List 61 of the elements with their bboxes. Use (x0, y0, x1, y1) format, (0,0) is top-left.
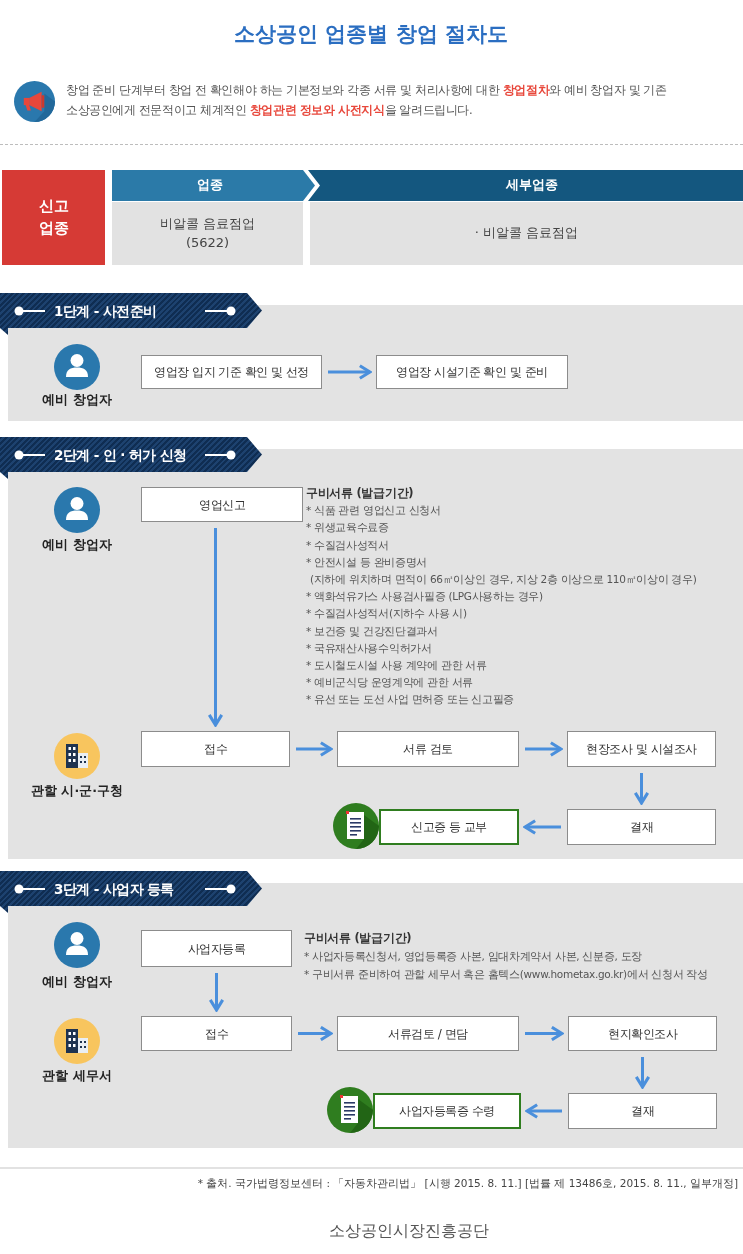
arrow (328, 364, 372, 380)
process-box: 결재 (567, 809, 716, 845)
arrow (525, 1103, 562, 1119)
process-box: 접수 (141, 1016, 292, 1051)
arrow (207, 528, 224, 727)
requirement-item: * 식품 관련 영업신고 신청서 (306, 503, 441, 519)
column-header: 업종 (112, 170, 315, 201)
requirement-item: * 구비서류 준비하여 관할 세무서 혹은 홈텍스(www.hometax.go.kr)에서 신청서 작성 (304, 967, 708, 982)
intro-text: 창업 준비 단계부터 창업 전 확인해야 하는 기본정보와 각종 서류 및 처리사항에 대한 창업절차와 예비 창업자 및 기존 소상공인에게 전문적이고 체계적인 창업관련 정보와 사전지식을 알려드립니다. (66, 82, 668, 119)
process-box: 영업신고 (141, 487, 303, 522)
requirement-item: * 위생교육수료증 (306, 520, 389, 536)
arrow (634, 1057, 651, 1089)
role-label: 예비 창업자 (42, 391, 112, 409)
requirement-item: * 수질검사성적서 (306, 537, 389, 553)
stage-panel (0, 437, 743, 859)
requirement-item: * 사업자등록신청서, 영업등록증 사본, 임대차계약서 사본, 신분증, 도장 (304, 949, 642, 964)
arrow (523, 819, 561, 835)
process-box: 영업장 입지 기준 확인 및 선정 (141, 355, 322, 389)
organization-name: 소상공인시장진흥공단 (329, 1220, 489, 1242)
arrow (298, 1025, 333, 1042)
process-box: 영업장 시설기준 확인 및 준비 (376, 355, 568, 389)
process-box: 현장조사 및 시설조사 (567, 731, 716, 767)
requirement-item: * 국유재산사용수익허가서 (306, 640, 432, 656)
process-box: 결재 (568, 1093, 717, 1129)
arrow (208, 973, 225, 1012)
role-label: 관할 세무서 (42, 1067, 112, 1085)
process-box: 현지확인조사 (568, 1016, 717, 1051)
stage-panel (0, 871, 743, 1148)
requirement-item: * 도시철도시설 사용 계약에 관한 서류 (306, 658, 487, 673)
role-label: 관할 시·군·구청 (31, 782, 123, 800)
requirement-item: * 안전시설 등 완비증명서 (306, 554, 428, 570)
role-label: 예비 창업자 (42, 536, 112, 554)
stage-panel (0, 293, 743, 421)
process-box: 사업자등록 (141, 930, 292, 967)
stage-title: 2단계 - 인 · 허가 신청 (54, 446, 187, 464)
row-header-cell: 신고 업종 (2, 170, 105, 265)
requirement-item: * 수질검사성적서(지하수 사용 시) (306, 606, 467, 622)
arrow (525, 1025, 564, 1042)
issue-step-box: 신고증 등 교부 (379, 809, 519, 845)
role-label: 예비 창업자 (42, 973, 112, 991)
title: 소상공인 업종별 창업 절차도 (234, 21, 508, 48)
arrow (633, 773, 650, 805)
arrow (525, 741, 563, 757)
requirements-heading: 구비서류 (발급기간) (306, 485, 414, 501)
process-box: 접수 (141, 731, 290, 767)
arrow (296, 741, 333, 757)
stage-title: 1단계 - 사전준비 (54, 302, 157, 320)
requirement-item: (지하에 위치하며 면적이 66㎡이상인 경우, 지상 2층 이상으로 110㎡이상이 경우) (310, 572, 697, 587)
stage-title: 3단계 - 사업자 등록 (54, 880, 174, 898)
process-box: 서류 검토 (337, 731, 519, 767)
requirement-item: * 예비군식당 운영계약에 관한 서류 (306, 675, 473, 691)
table-cell: 비알콜 음료점업 (5622) (112, 202, 303, 265)
table-cell: · 비알콜 음료점업 (310, 202, 743, 265)
column-header: 세부업종 (308, 170, 743, 201)
requirement-item: * 액화석유가스 사용검사필증 (LPG사용하는 경우) (306, 589, 543, 605)
requirement-item: * 보건증 및 건강진단결과서 (306, 623, 438, 639)
requirements-heading: 구비서류 (발급기간) (304, 930, 412, 946)
process-box: 서류검토 / 면담 (337, 1016, 519, 1051)
source-note: * 출처. 국가법령정보센터 : 「자동차관리법」 [시행 2015. 8. 11.] [법률 제 13486호, 2015. 8. 11., 일부개정] (197, 1176, 738, 1191)
requirement-item: * 유선 또는 도선 사업 면허증 또는 신고필증 (306, 692, 515, 708)
issue-step-box: 사업자등록증 수령 (373, 1093, 521, 1129)
